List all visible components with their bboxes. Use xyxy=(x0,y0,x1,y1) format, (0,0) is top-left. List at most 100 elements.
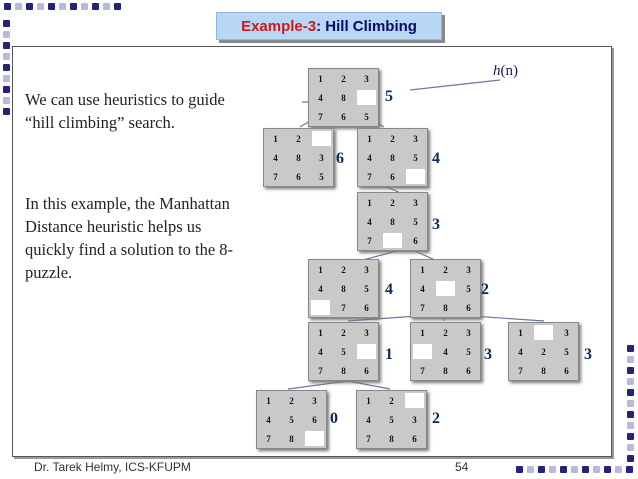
heuristic-value: 3 xyxy=(432,216,440,233)
puzzle-tile: 3 xyxy=(413,197,418,208)
decorative-square xyxy=(3,31,10,38)
puzzle-tile: 5 xyxy=(364,111,369,122)
decorative-square xyxy=(627,345,634,352)
puzzle-tile: 1 xyxy=(420,264,425,275)
puzzle-tile: 4 xyxy=(443,346,448,357)
decorative-square xyxy=(4,3,11,10)
decorative-square xyxy=(516,466,523,473)
decorative-square xyxy=(593,466,600,473)
heuristic-value: 1 xyxy=(385,346,393,363)
slide-title: Example-3: Hill Climbing xyxy=(216,12,442,40)
edge-s6-s9 xyxy=(287,380,349,390)
puzzle-tile: 7 xyxy=(273,171,278,182)
decorative-square xyxy=(538,466,545,473)
puzzle-tile: 7 xyxy=(266,433,271,444)
decorative-square xyxy=(560,466,567,473)
decorative-square xyxy=(627,400,634,407)
puzzle-tile: 8 xyxy=(443,302,448,313)
puzzle-tile: 8 xyxy=(341,283,346,294)
decorative-square xyxy=(604,466,611,473)
puzzle-tile: 2 xyxy=(443,327,448,338)
puzzle-tile: 6 xyxy=(364,302,369,313)
puzzle-tile: 3 xyxy=(466,327,471,338)
puzzle-tile: 2 xyxy=(389,395,394,406)
decorative-square xyxy=(627,422,634,429)
puzzle-tile: 6 xyxy=(466,365,471,376)
puzzle-tile: 8 xyxy=(443,365,448,376)
blank-tile xyxy=(357,90,376,105)
blank-tile xyxy=(436,281,455,296)
puzzle-tile: 2 xyxy=(390,197,395,208)
blank-tile xyxy=(534,325,553,340)
puzzle-tile: 2 xyxy=(541,346,546,357)
heuristic-value: 6 xyxy=(336,150,344,167)
decorative-square xyxy=(37,3,44,10)
puzzle-tile: 4 xyxy=(318,346,323,357)
puzzle-tile: 6 xyxy=(312,414,317,425)
heuristic-value: 4 xyxy=(432,150,440,167)
decorative-square xyxy=(582,466,589,473)
puzzle-tile: 2 xyxy=(341,327,346,338)
puzzle-tile: 3 xyxy=(413,133,418,144)
puzzle-tile: 2 xyxy=(341,73,346,84)
puzzle-tile: 5 xyxy=(564,346,569,357)
decorative-square xyxy=(3,108,10,115)
puzzle-tile: 6 xyxy=(341,111,346,122)
puzzle-tile: 3 xyxy=(319,152,324,163)
puzzle-tile: 3 xyxy=(466,264,471,275)
decorative-square xyxy=(92,3,99,10)
puzzle-tile: 4 xyxy=(266,414,271,425)
puzzle-tile: 4 xyxy=(318,92,323,103)
blank-tile xyxy=(357,344,376,359)
heuristic-value: 2 xyxy=(481,281,489,298)
decorative-square xyxy=(627,378,634,385)
puzzle-tile: 5 xyxy=(413,152,418,163)
decorative-square xyxy=(3,86,10,93)
decorative-square xyxy=(81,3,88,10)
puzzle-tile: 1 xyxy=(273,133,278,144)
decorative-square xyxy=(3,75,10,82)
blank-tile xyxy=(312,131,331,146)
decorative-square xyxy=(3,53,10,60)
blank-tile xyxy=(305,431,324,446)
decorative-square xyxy=(3,20,10,27)
puzzle-tile: 6 xyxy=(413,235,418,246)
puzzle-tile: 8 xyxy=(341,92,346,103)
decorative-square xyxy=(527,466,534,473)
puzzle-tile: 4 xyxy=(318,283,323,294)
puzzle-tile: 1 xyxy=(420,327,425,338)
puzzle-tile: 2 xyxy=(341,264,346,275)
puzzle-tile: 8 xyxy=(390,152,395,163)
puzzle-tile: 6 xyxy=(564,365,569,376)
puzzle-tile: 6 xyxy=(364,365,369,376)
intro-paragraph-2: In this example, the Manhattan Distance … xyxy=(25,194,234,282)
puzzle-tile: 7 xyxy=(366,433,371,444)
puzzle-tile: 5 xyxy=(466,346,471,357)
decorative-square xyxy=(627,444,634,451)
decorative-square xyxy=(627,389,634,396)
puzzle-tile: 7 xyxy=(518,365,523,376)
h-paren: (n) xyxy=(500,63,519,79)
puzzle-tile: 1 xyxy=(367,133,372,144)
edge-s6-s10 xyxy=(347,380,391,390)
puzzle-tile: 8 xyxy=(390,216,395,227)
puzzle-tile: 8 xyxy=(341,365,346,376)
decorative-square xyxy=(626,466,633,473)
decorative-square xyxy=(3,97,10,104)
puzzle-tile: 4 xyxy=(367,152,372,163)
blank-tile xyxy=(383,233,402,248)
heuristic-value: 5 xyxy=(385,88,393,105)
puzzle-tile: 8 xyxy=(296,152,301,163)
heuristic-label: h(n) xyxy=(493,63,518,80)
puzzle-tile: 2 xyxy=(289,395,294,406)
decorative-square xyxy=(615,466,622,473)
decorative-square xyxy=(571,466,578,473)
puzzle-tile: 6 xyxy=(466,302,471,313)
puzzle-tile: 7 xyxy=(420,302,425,313)
puzzle-tile: 7 xyxy=(367,171,372,182)
